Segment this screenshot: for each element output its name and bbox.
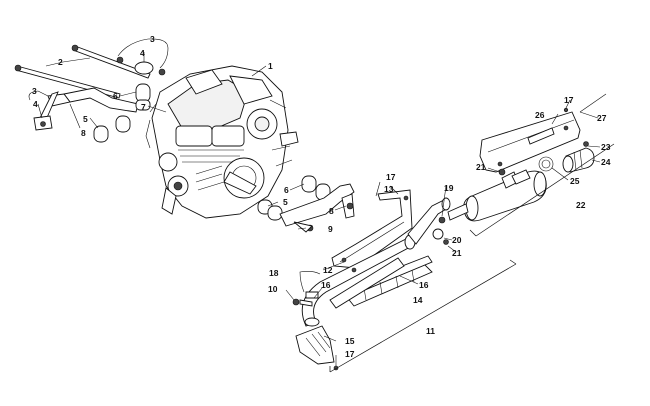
callout-25: 25 [570,176,580,186]
leader-lines [28,38,601,366]
callout-17-top: 17 [386,172,396,182]
callout-18: 18 [269,268,279,278]
callout-20: 20 [452,235,462,245]
right-mount-hardware[interactable] [257,175,355,233]
callout-2: 2 [58,57,63,67]
muffler[interactable] [447,169,547,222]
callout-8-left: 8 [81,128,86,138]
assembly-brackets [329,143,615,373]
callout-4-left: 4 [33,99,38,109]
callout-26: 26 [535,110,545,120]
callout-16-left: 16 [321,280,331,290]
callout-7: 7 [141,102,146,112]
callout-23: 23 [601,142,611,152]
callout-21-upper: 21 [476,162,486,172]
callout-16-right: 16 [419,280,429,290]
callout-1: 1 [268,61,273,71]
callout-27: 27 [597,113,607,123]
callout-labels: 1 2 3 3 4 4 5 5 6 6 7 8 8 9 10 11 12 13 … [32,34,611,359]
callout-13: 13 [384,184,394,194]
callout-10: 10 [268,284,278,294]
callout-9: 9 [328,224,333,234]
callout-6-right: 6 [284,185,289,195]
exhaust-bracket[interactable] [331,189,413,269]
callout-3-top: 3 [150,34,155,44]
callout-15: 15 [345,336,355,346]
left-mount-hardware[interactable] [14,44,166,143]
callout-4-top: 4 [140,48,145,58]
callout-5-left: 5 [83,114,88,124]
callout-19: 19 [444,183,454,193]
callout-3-left: 3 [32,86,37,96]
header-pipe[interactable] [301,197,451,327]
engine-assembly[interactable] [145,65,299,219]
callout-17-muffler: 17 [564,95,574,105]
lower-shield-15[interactable] [295,325,335,365]
callout-11: 11 [426,326,435,336]
callout-6-left: 6 [113,91,118,101]
callout-8-right: 8 [329,206,334,216]
callout-12: 12 [323,265,333,275]
tailpipe-parts[interactable] [498,93,607,176]
callout-21-lower: 21 [452,248,462,258]
callout-14: 14 [413,295,423,305]
callout-24: 24 [601,157,611,167]
callout-5-right: 5 [283,197,288,207]
muffler-heat-shield[interactable] [479,111,581,173]
callout-17-bottom: 17 [345,349,355,359]
callout-22: 22 [576,200,586,210]
